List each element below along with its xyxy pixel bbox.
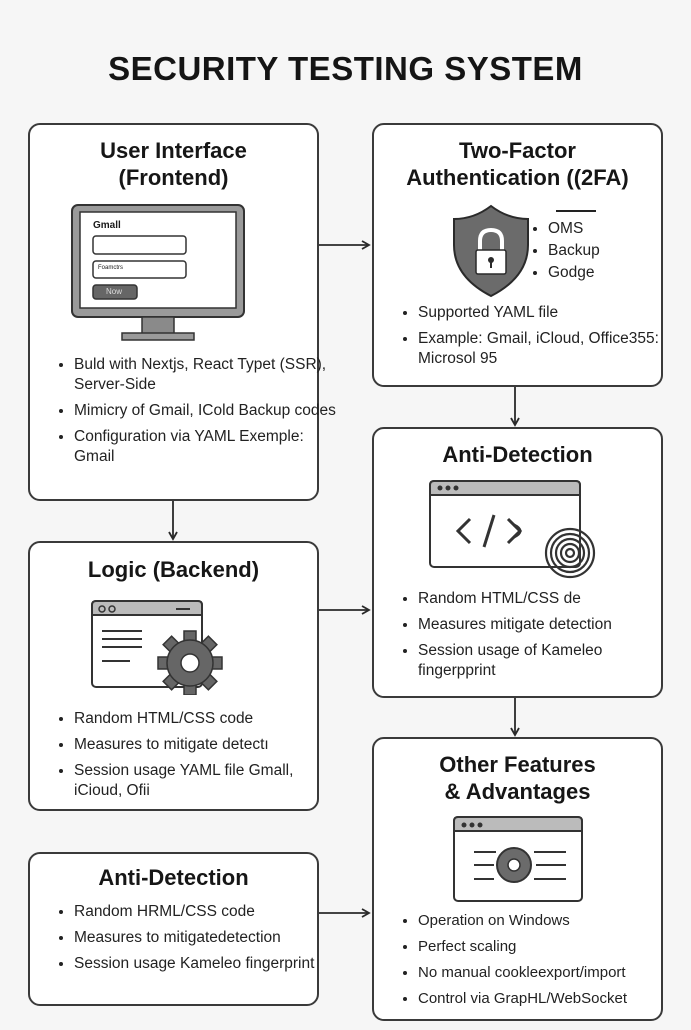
twofa-bullets: Supported YAML file Example: Gmail, iClo… <box>396 303 680 375</box>
frontend-bullets: Buld with Nextjs, React Typet (SSR), Ser… <box>52 355 336 473</box>
code-window-fingerprint-icon <box>429 480 596 579</box>
bullet: Random HTML/CSS de <box>418 589 680 609</box>
monitor-login-icon: Gmall Foamctrs Now <box>70 203 246 345</box>
bullet: Configuration via YAML Exemple: Gmail <box>74 427 336 467</box>
other-features-box: Other Features& Advantages Operation on … <box>372 737 663 1021</box>
antidetect-right-title: Anti-Detection <box>442 442 593 467</box>
bullet: Measures mitigate detection <box>418 615 680 635</box>
bullet: Example: Gmail, iCloud, Office355: Micro… <box>418 329 680 369</box>
bullet: No manual cookleexport/import <box>418 963 684 983</box>
bullet: Random HTML/CSS code <box>74 709 336 729</box>
bullet: Session usage Kameleo fingerprint <box>74 954 336 974</box>
logic-title: Logic (Backend) <box>87 557 260 582</box>
bullet: Session usage of Kameleo fingerpprint <box>418 641 680 681</box>
bullet: Mimicry of Gmail, ICold Backup codes <box>74 401 336 421</box>
bullet: Supported YAML file <box>418 303 680 323</box>
bullet: Buld with Nextjs, React Typet (SSR), Ser… <box>74 355 336 395</box>
bullet: Session usage YAML file Gmall, iCioud, O… <box>74 761 336 801</box>
bullet: Control via GrapHL/WebSocket <box>418 989 684 1009</box>
bullet: Measures to mitigate detectı <box>74 735 336 755</box>
window-gear-icon <box>91 600 223 695</box>
twofa-methods: OMS Backup Godge <box>526 219 668 285</box>
title-line: & Advantages <box>444 779 591 804</box>
frontend-title: User Interface(Frontend) <box>30 137 317 191</box>
bullet: OMS <box>548 219 668 239</box>
bullet: Godge <box>548 263 668 283</box>
bullet: Operation on Windows <box>418 911 684 931</box>
antidetect-right-bullets: Random HTML/CSS de Measures mitigate det… <box>396 589 680 687</box>
bullet: Perfect scaling <box>418 937 684 957</box>
other-features-bullets: Operation on Windows Perfect scaling No … <box>396 911 684 1015</box>
title-line: (Frontend) <box>118 165 229 190</box>
diagram-title: SECURITY TESTING SYSTEM <box>108 50 583 87</box>
screen-field-2: Foamctrs <box>98 265 124 271</box>
shield-lock-icon <box>453 204 529 298</box>
bullet: Random HRML/CSS code <box>74 902 336 922</box>
title-line: Authentication ((2FA) <box>406 165 629 190</box>
title-line: Other Features <box>439 752 596 777</box>
title-line: Two-Factor <box>459 138 576 163</box>
logic-box: Logic (Backend) Random HTML/CSS code Mea… <box>28 541 319 811</box>
antidetect-left-box: Anti-Detection Random HRML/CSS code Meas… <box>28 852 319 1006</box>
bullet: Backup <box>548 241 668 261</box>
antidetect-left-bullets: Random HRML/CSS code Measures to mitigat… <box>52 902 336 980</box>
bullet: Measures to mitigatedetection <box>74 928 336 948</box>
logic-bullets: Random HTML/CSS code Measures to mitigat… <box>52 709 336 807</box>
frontend-box: User Interface(Frontend) Gmall Foamctrs … <box>28 123 336 501</box>
screen-button: Now <box>106 287 123 296</box>
antidetect-left-title: Anti-Detection <box>98 865 249 890</box>
screen-heading: Gmall <box>93 220 121 231</box>
divider <box>556 210 596 212</box>
antidetect-right-box: Anti-Detection Random HTML/CSS de Measur… <box>372 427 663 698</box>
title-line: User Interface <box>100 138 247 163</box>
window-toggle-icon <box>453 816 583 902</box>
other-features-title: Other Features& Advantages <box>374 751 661 805</box>
